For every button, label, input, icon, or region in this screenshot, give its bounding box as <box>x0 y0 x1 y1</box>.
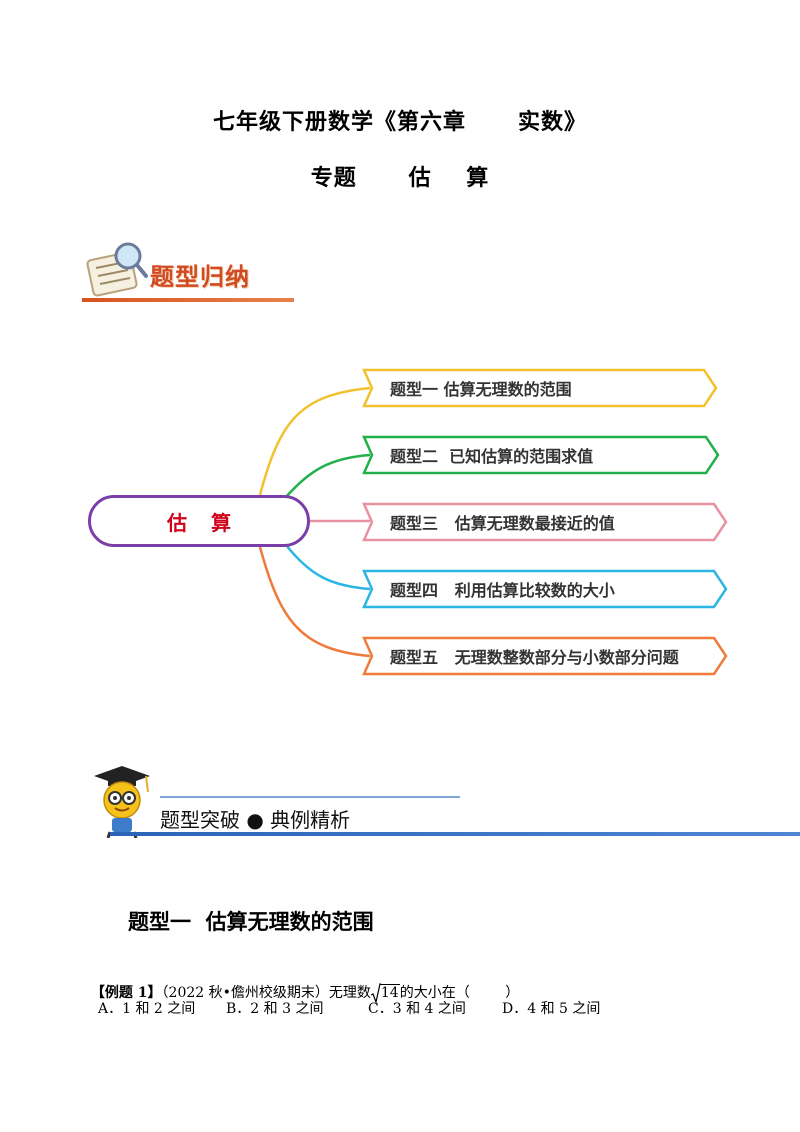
document-title: 七年级下册数学《第六章 实数》 <box>213 110 587 135</box>
notebook-magnifier-icon <box>86 242 148 297</box>
branch-topic-5: 题型五 无理数整数部分与小数部分问题 <box>362 636 728 676</box>
banner-label: 题型突破 ● 典例精析 <box>160 808 351 832</box>
branch-topic-2: 题型二 已知估算的范围求值 <box>362 435 720 475</box>
banner-label: 题型归纳 <box>150 263 250 291</box>
branch-frame-1 <box>362 368 718 408</box>
example-1-question: 【例题 1】（2022 秋•儋州校级期末）无理数 14的大小在（ ） <box>82 966 520 1003</box>
option-b[interactable]: B．2 和 3 之间 <box>226 1001 324 1017</box>
example-tag: 【例题 1】 <box>90 985 162 1001</box>
document-subtitle: 专题 估 算 <box>310 166 490 191</box>
branch-topic-1: 题型一 估算无理数的范围 <box>362 368 718 408</box>
radical-sign-icon <box>370 983 381 1003</box>
mindmap-connectors <box>258 386 371 658</box>
connector-1 <box>258 386 371 496</box>
radicand: 14 <box>379 984 400 1001</box>
branch-topic-4: 题型四 利用估算比较数的大小 <box>362 569 728 609</box>
topic-mindmap: 估算 题型一 估算无理数的范围 题型二 已知估算的范围求值 题型三 估算无理数最… <box>0 340 800 700</box>
mindmap-center-node: 估算 <box>88 495 310 547</box>
branch-label-1: 题型一 估算无理数的范围 <box>390 380 572 399</box>
banner-underline <box>82 298 294 302</box>
option-c[interactable]: C．3 和 4 之间 <box>368 1001 466 1017</box>
section-banner-summary: 题型归纳 <box>80 238 295 304</box>
branch-label-2: 题型二 已知估算的范围求值 <box>390 447 594 466</box>
branch-frame-3 <box>362 502 728 542</box>
banner-bottom-line <box>110 832 800 836</box>
branch-label-3: 题型三 估算无理数最接近的值 <box>390 514 615 533</box>
connector-4 <box>285 544 371 591</box>
square-root-expression: 14 <box>370 983 400 1003</box>
branch-label-4: 题型四 利用估算比较数的大小 <box>390 581 615 600</box>
branch-topic-3: 题型三 估算无理数最接近的值 <box>362 502 728 542</box>
banner-top-line <box>160 796 460 798</box>
option-a[interactable]: A．1 和 2 之间 <box>98 1001 196 1017</box>
topic-heading: 题型一 估算无理数的范围 <box>128 910 374 934</box>
branch-label-5: 题型五 无理数整数部分与小数部分问题 <box>390 648 679 667</box>
branch-frame-5 <box>362 636 728 676</box>
example-tail: 的大小在（ ） <box>399 985 520 1001</box>
graduate-mascot-icon <box>94 766 150 838</box>
branch-frame-4 <box>362 569 728 609</box>
branch-frame-2 <box>362 435 720 475</box>
connector-2 <box>285 453 371 498</box>
connector-5 <box>258 546 371 658</box>
example-source: （2022 秋•儋州校级期末）无理数 <box>161 985 371 1001</box>
section-banner-breakthrough: 题型突破 ● 典例精析 <box>80 762 800 842</box>
option-d[interactable]: D．4 和 5 之间 <box>502 1001 601 1017</box>
